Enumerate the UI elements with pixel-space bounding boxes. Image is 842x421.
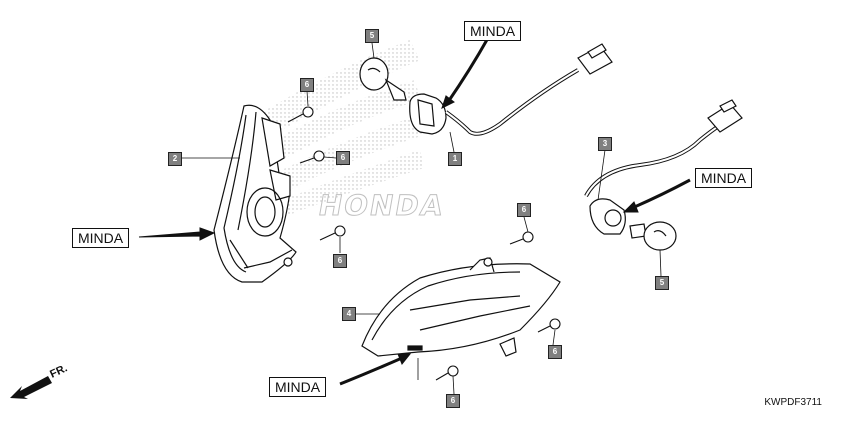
socket-wire-assembly-1 — [409, 43, 613, 136]
socket-wire-assembly-3 — [584, 99, 743, 235]
bulb-right — [629, 221, 677, 251]
screw-3 — [319, 225, 346, 241]
brand-arrows — [138, 37, 691, 386]
headlamp-assembly — [361, 257, 561, 357]
direction-label: FR. — [48, 362, 69, 380]
callout-5-right: 5 — [655, 276, 669, 290]
callout-4: 4 — [342, 307, 356, 321]
diagram-code: KWPDF3711 — [764, 397, 822, 408]
bulb-top — [359, 57, 407, 101]
screw-2 — [299, 150, 325, 164]
callout-6-a: 6 — [300, 78, 314, 92]
screw-1 — [287, 106, 314, 123]
leader-lines — [181, 42, 662, 395]
brand-label-right: MINDA — [695, 168, 753, 188]
brand-label-bottom: MINDA — [269, 377, 327, 397]
callout-3: 3 — [598, 137, 612, 151]
screw-5 — [537, 318, 561, 333]
callout-6-d: 6 — [517, 203, 531, 217]
front-direction-arrow: FR. — [10, 362, 69, 399]
screw-4 — [509, 231, 534, 245]
callout-1: 1 — [448, 152, 462, 166]
left-indicator-assembly — [213, 104, 297, 283]
callout-6-c: 6 — [333, 254, 347, 268]
callout-2: 2 — [168, 152, 182, 166]
brand-label-left: MINDA — [72, 228, 130, 248]
honda-watermark-text: HONDA — [316, 189, 447, 222]
callout-6-b: 6 — [336, 151, 350, 165]
callout-6-f: 6 — [446, 394, 460, 408]
callout-5-top: 5 — [365, 29, 379, 43]
callout-6-e: 6 — [548, 345, 562, 359]
brand-label-top: MINDA — [464, 21, 522, 41]
screw-6 — [435, 365, 459, 381]
screws — [287, 106, 561, 381]
